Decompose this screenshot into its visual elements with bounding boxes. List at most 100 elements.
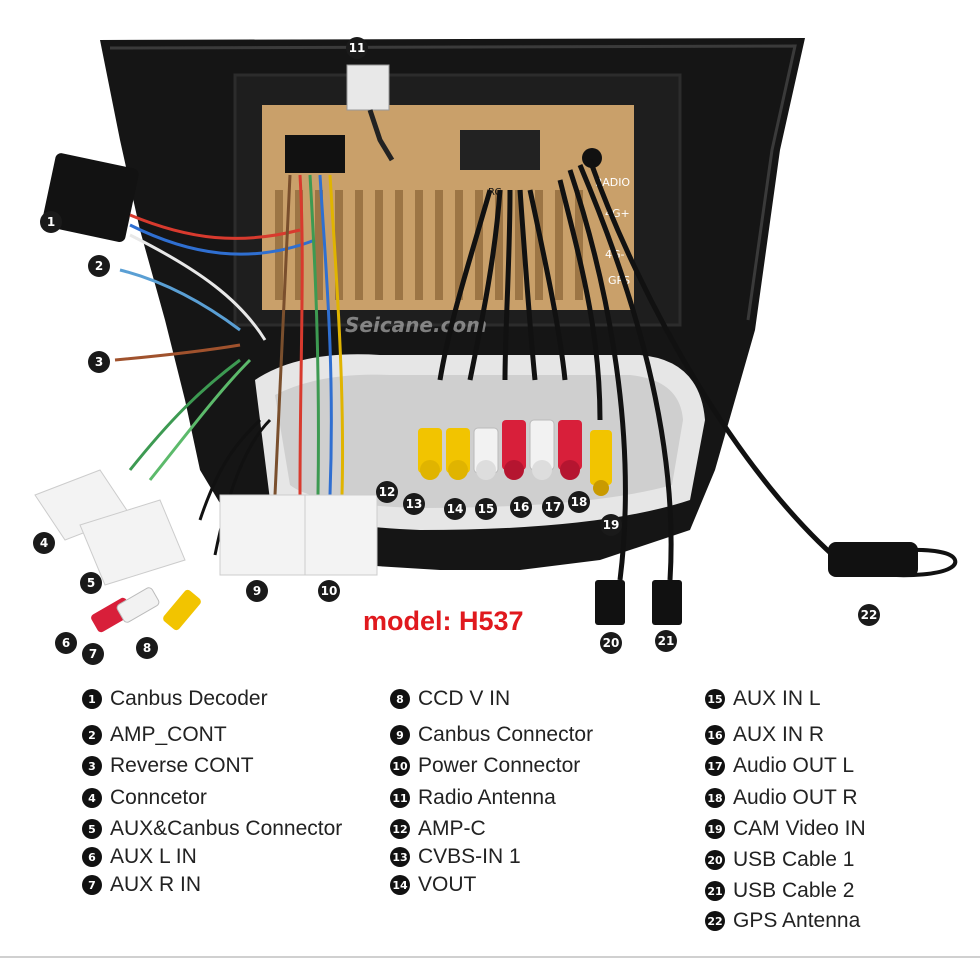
legend-label: AUX IN R	[733, 723, 825, 746]
callout-17: 17	[542, 496, 564, 518]
bottom-divider	[0, 956, 980, 958]
aux-canbus-connector-5	[79, 499, 186, 586]
callout-3: 3	[88, 351, 110, 373]
callout-4: 4	[33, 532, 55, 554]
radio-port	[582, 148, 602, 168]
legend-number: 20	[705, 850, 725, 870]
legend-item: 20 USB Cable 1	[705, 848, 854, 872]
legend-item: 1 Canbus Decoder	[82, 687, 268, 711]
legend-number: 10	[390, 756, 410, 776]
black-cables	[437, 159, 852, 581]
legend-item: 17 Audio OUT L	[705, 754, 854, 778]
callout-20: 20	[600, 632, 622, 654]
usb-plug-1	[595, 580, 625, 625]
legend-label: Audio OUT L	[733, 754, 855, 777]
legend-label: Radio Antenna	[418, 786, 556, 809]
legend-item: 9 Canbus Connector	[390, 723, 593, 747]
legend-item: 18 Audio OUT R	[705, 786, 858, 810]
callout-18: 18	[568, 491, 590, 513]
legend-label: Conncetor	[110, 786, 207, 809]
callout-8: 8	[136, 637, 158, 659]
callout-7: 7	[82, 643, 104, 665]
legend-label: CVBS-IN 1	[418, 845, 521, 868]
callout-22: 22	[858, 604, 880, 626]
legend-label: Canbus Connector	[418, 723, 594, 746]
model-label: model: H537	[363, 606, 524, 636]
legend-number: 16	[705, 725, 725, 745]
callout-5: 5	[80, 572, 102, 594]
callout-10: 10	[318, 580, 340, 602]
legend-item: 5 AUX&Canbus Connector	[82, 817, 342, 841]
legend-label: CAM Video IN	[733, 817, 866, 840]
callout-16: 16	[510, 496, 532, 518]
legend-number: 2	[82, 725, 102, 745]
canbus-connector-9	[219, 494, 306, 576]
legend-item: 11 Radio Antenna	[390, 786, 556, 810]
legend-number: 14	[390, 875, 410, 895]
callout-9: 9	[246, 580, 268, 602]
legend-label: Canbus Decoder	[110, 687, 268, 710]
legend-item: 7 AUX R IN	[82, 873, 201, 897]
legend-label: AUX R IN	[110, 873, 202, 896]
legend-number: 6	[82, 847, 102, 867]
legend-item: 16 AUX IN R	[705, 723, 824, 747]
legend-number: 9	[390, 725, 410, 745]
callout-13: 13	[403, 493, 425, 515]
power-connector-10	[304, 494, 378, 576]
legend-number: 18	[705, 788, 725, 808]
main-socket	[285, 135, 345, 173]
legend-item: 14 VOUT	[390, 873, 476, 897]
legend-number: 15	[705, 689, 725, 709]
legend-item: 8 CCD V IN	[390, 687, 510, 711]
callout-21: 21	[655, 630, 677, 652]
radio-port-label: RADIO	[595, 176, 630, 189]
watermark: Seicane.com	[345, 313, 487, 337]
frame-highlight	[109, 44, 797, 321]
legend-number: 13	[390, 847, 410, 867]
legend-number: 21	[705, 881, 725, 901]
gps-antenna-puck	[828, 542, 918, 577]
callout-12: 12	[376, 481, 398, 503]
legend-number: 8	[390, 689, 410, 709]
callout-11: 11	[346, 37, 368, 59]
legend-number: 3	[82, 756, 102, 776]
legend-label: Audio OUT R	[733, 786, 858, 809]
legend-label: VOUT	[418, 873, 477, 896]
legend-label: Reverse CONT	[110, 754, 254, 777]
legend-item: 15 AUX IN L	[705, 687, 821, 711]
legend-label: AMP-C	[418, 817, 486, 840]
legend-number: 22	[705, 911, 725, 931]
legend-number: 7	[82, 875, 102, 895]
legend-item: 3 Reverse CONT	[82, 754, 254, 778]
legend-label: Power Connector	[418, 754, 581, 777]
legend-number: 17	[705, 756, 725, 776]
legend-label: CCD V IN	[418, 687, 511, 710]
usb-plug-2	[652, 580, 682, 625]
legend-item: 13 CVBS-IN 1	[390, 845, 521, 869]
legend-item: 10 Power Connector	[390, 754, 580, 778]
callout-6: 6	[55, 632, 77, 654]
radio-antenna-plug	[346, 64, 390, 111]
rca-tag-label: RC	[488, 187, 501, 198]
legend-label: AUX&Canbus Connector	[110, 817, 343, 840]
legend-label: AUX IN L	[733, 687, 821, 710]
legend-number: 5	[82, 819, 102, 839]
callout-14: 14	[444, 498, 466, 520]
legend-number: 12	[390, 819, 410, 839]
legend-number: 11	[390, 788, 410, 808]
legend-item: 12 AMP-C	[390, 817, 486, 841]
legend-item: 2 AMP_CONT	[82, 723, 227, 747]
wire-bundle	[114, 174, 345, 556]
callout-15: 15	[475, 498, 497, 520]
legend-label: USB Cable 1	[733, 848, 855, 871]
aux-socket	[460, 130, 540, 170]
legend-label: AMP_CONT	[110, 723, 227, 746]
legend-number: 1	[82, 689, 102, 709]
radio-antenna-cable	[367, 109, 395, 162]
callout-2: 2	[88, 255, 110, 277]
callout-19: 19	[600, 514, 622, 536]
